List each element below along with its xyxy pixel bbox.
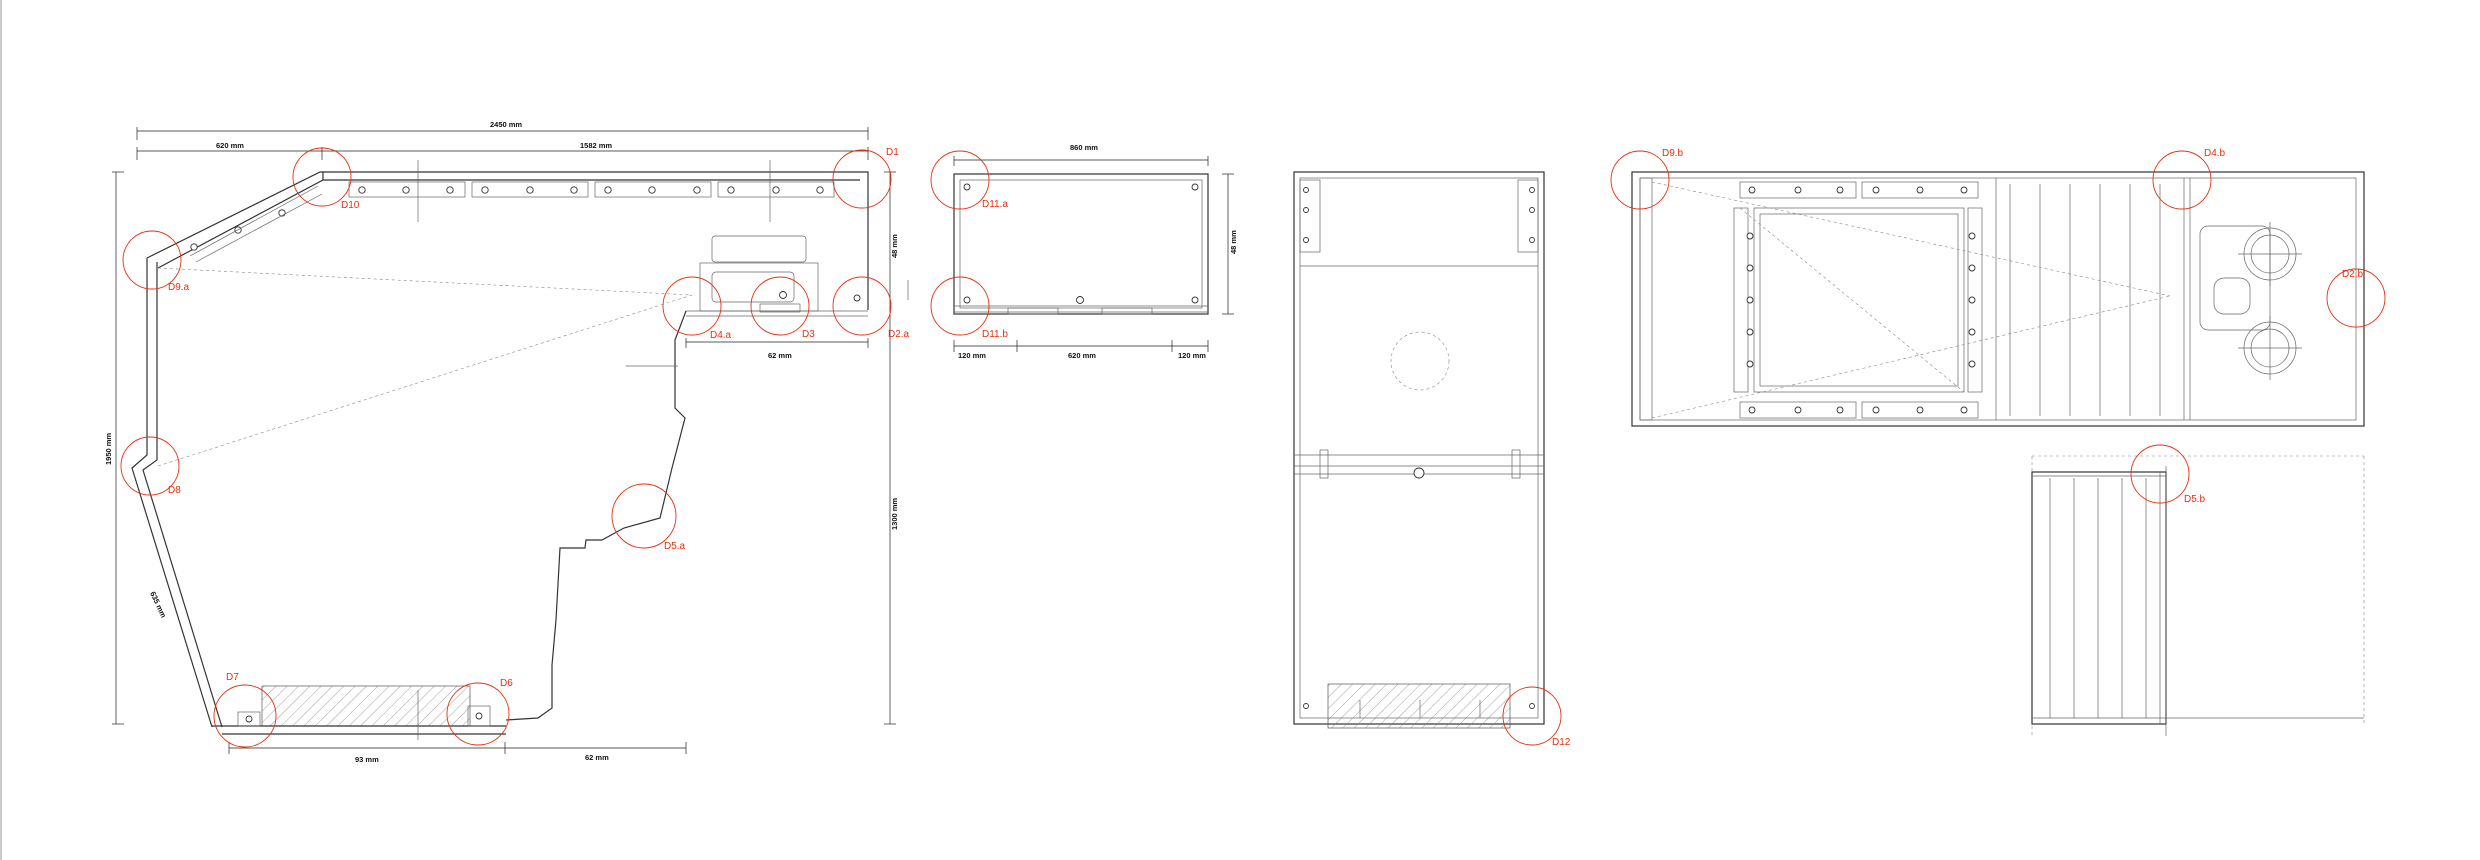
front-detail-view: 860 mm 48 mm 120 mm 620 mm 120 mm xyxy=(930,143,1238,360)
top-rails xyxy=(190,181,835,251)
callout-d7-circle xyxy=(213,684,277,748)
dim-label: 860 mm xyxy=(1070,143,1098,152)
callout-d5a-circle xyxy=(611,483,677,549)
callout-d5b-circle xyxy=(2130,444,2190,504)
dim-label: 120 mm xyxy=(1178,351,1206,360)
callout-d1: D1 xyxy=(886,147,899,158)
dim-label: 620 mm xyxy=(216,141,244,150)
callout-d2b: D2.b xyxy=(2342,269,2364,280)
top-plan-view: D9.b D4.b D2.b xyxy=(1610,148,2386,427)
dimension-left-height: 1950 mm xyxy=(104,171,124,725)
dimension-right-height: 1300 mm 48 mm xyxy=(884,171,899,725)
dimension-detail-height: 48 mm xyxy=(1222,173,1238,315)
dim-label: 2450 mm xyxy=(490,120,522,129)
callout-d2b-circle xyxy=(2326,268,2386,328)
callout-d1-circle xyxy=(832,149,892,209)
callout-d3: D3 xyxy=(802,329,815,340)
callout-d9a: D9.a xyxy=(168,282,190,293)
dim-label: 48 mm xyxy=(1229,230,1238,254)
callout-d12: D12 xyxy=(1552,737,1571,748)
dim-label: 1950 mm xyxy=(104,433,113,465)
callout-d8: D8 xyxy=(168,485,181,496)
dimension-overall-width: 2450 mm xyxy=(136,120,869,140)
dim-label: 62 mm xyxy=(585,753,609,762)
dim-label: 48 mm xyxy=(890,234,899,258)
dim-label: 1582 mm xyxy=(580,141,612,150)
callout-d3-circle xyxy=(750,276,810,336)
dim-label: 635 mm xyxy=(148,590,168,619)
callout-d9b: D9.b xyxy=(1662,148,1684,159)
callout-d6: D6 xyxy=(500,678,513,689)
callout-d10-circle xyxy=(292,147,352,207)
callout-d4a: D4.a xyxy=(710,330,732,341)
callout-d11a-circle xyxy=(930,150,990,210)
callout-d2a: D2.a xyxy=(888,329,910,340)
callout-d4a-circle xyxy=(662,276,722,336)
callout-d12-circle xyxy=(1502,686,1562,746)
callout-d9b-circle xyxy=(1610,150,1670,210)
callout-d5a: D5.a xyxy=(664,541,686,552)
callout-d11b: D11.b xyxy=(982,329,1008,340)
dim-label: 1300 mm xyxy=(890,498,899,530)
callout-d8-circle xyxy=(120,436,180,496)
callout-d9a-circle xyxy=(122,230,182,290)
callout-d11a: D11.a xyxy=(982,199,1008,210)
callout-d10: D10 xyxy=(341,200,360,211)
callout-d11b-circle xyxy=(930,276,990,336)
dim-label: 620 mm xyxy=(1068,351,1096,360)
dim-label: 62 mm xyxy=(768,351,792,360)
callout-d4b: D4.b xyxy=(2204,148,2226,159)
callout-d2a-circle xyxy=(832,276,892,336)
dimension-front-small: 62 mm xyxy=(685,338,869,360)
callout-d6-circle xyxy=(446,682,510,746)
callout-d5b: D5.b xyxy=(2184,494,2206,505)
side-elevation-view: D12 xyxy=(1293,171,1571,748)
dimension-detail-width: 860 mm xyxy=(953,143,1209,166)
dim-label: 120 mm xyxy=(958,351,986,360)
dimension-top-segments: 620 mm 1582 mm xyxy=(136,141,869,160)
machine-block xyxy=(686,235,868,317)
dimension-detail-bottom: 120 mm 620 mm 120 mm xyxy=(953,340,1209,360)
dim-label: 93 mm xyxy=(355,755,379,764)
callout-d4b-circle xyxy=(2152,150,2212,210)
plan-view: 2450 mm 620 mm 1582 mm 1950 mm 1300 mm 4… xyxy=(104,120,910,764)
lower-detail-view: D5.b xyxy=(2031,444,2365,736)
callout-d7: D7 xyxy=(226,672,239,683)
